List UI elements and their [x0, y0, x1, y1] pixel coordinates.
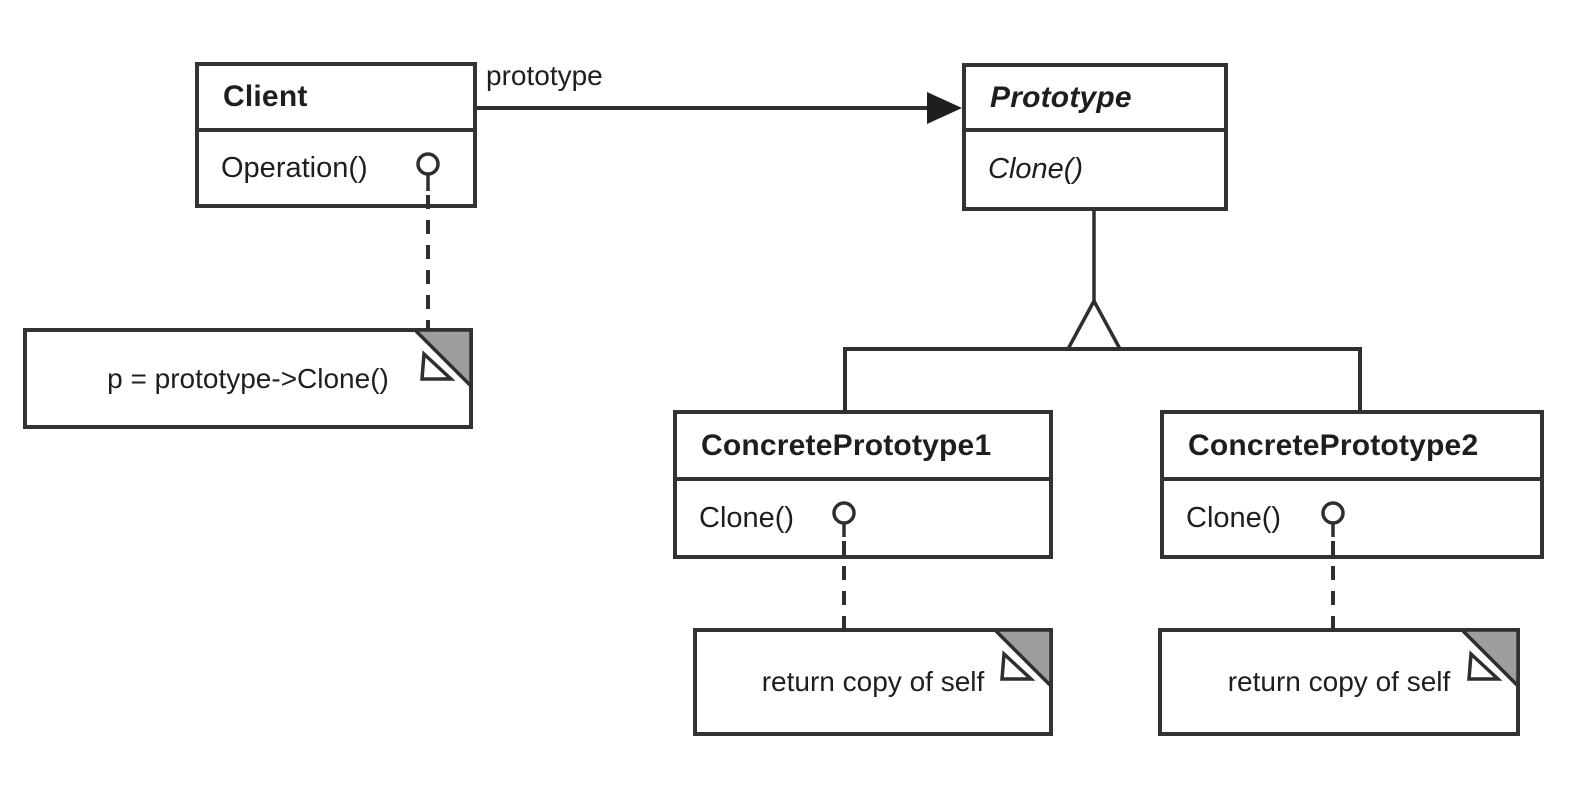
note-fold-icon [995, 630, 1051, 686]
note-text: return copy of self [761, 666, 985, 697]
class-name-client: Client [199, 66, 473, 132]
method-client-operation: Operation() [221, 151, 368, 184]
note-client-code: p = prototype->Clone() [23, 328, 473, 429]
class-box-client: Client Operation() [195, 62, 477, 208]
note-fold-icon [1462, 630, 1518, 686]
note-text: p = prototype->Clone() [107, 362, 389, 394]
class-name-prototype: Prototype [966, 67, 1224, 132]
association-label: prototype [486, 60, 603, 91]
note-concrete-1-code: return copy of self [693, 628, 1053, 736]
class-box-concrete-prototype-1: ConcretePrototype1 Clone() [673, 410, 1053, 559]
class-name-concrete-prototype-2: ConcretePrototype2 [1164, 414, 1540, 481]
method-concrete-prototype-1-clone: Clone() [699, 501, 795, 534]
method-concrete-prototype-2-clone: Clone() [1186, 501, 1282, 534]
class-name-concrete-prototype-1: ConcretePrototype1 [677, 414, 1049, 481]
generalization-triangle-icon [1065, 297, 1123, 351]
class-box-concrete-prototype-2: ConcretePrototype2 Clone() [1160, 410, 1544, 559]
note-concrete-2-code: return copy of self [1158, 628, 1520, 736]
note-fold-icon [415, 330, 471, 386]
class-box-prototype: Prototype Clone() [962, 63, 1228, 211]
method-prototype-clone: Clone() [988, 153, 1084, 185]
note-text: return copy of self [1227, 666, 1451, 697]
association-arrowhead-icon [927, 92, 962, 124]
